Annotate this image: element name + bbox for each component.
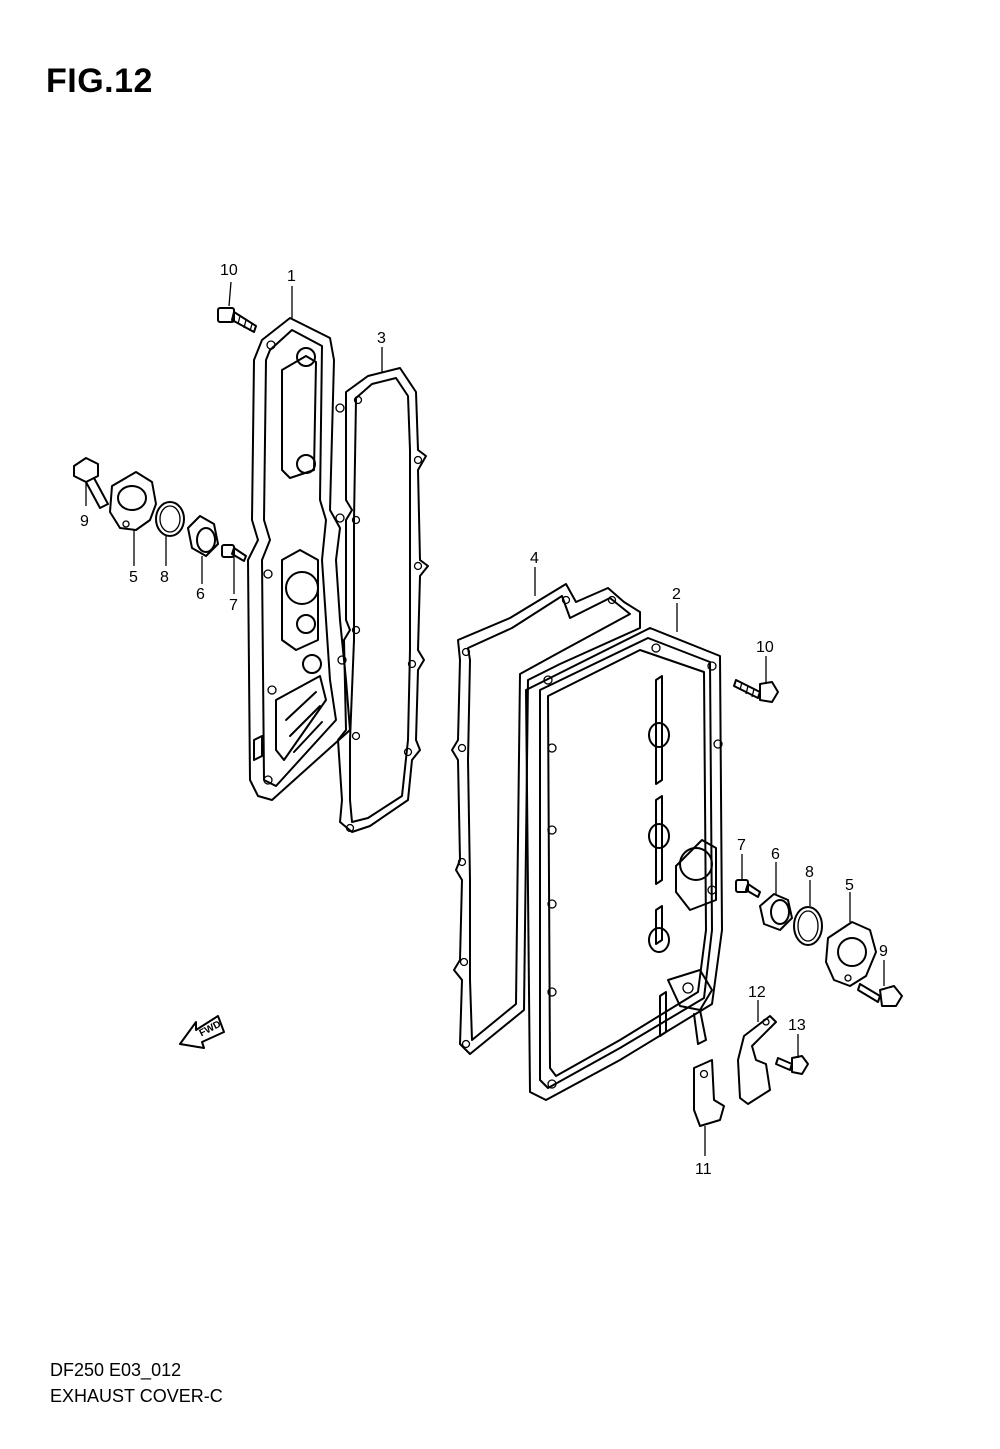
callout-9-right: 9 [879,943,888,960]
figure-name: EXHAUST COVER-C [50,1386,223,1406]
part-bolt-7-right [735,879,761,898]
part-oring-8-left [155,501,185,537]
callout-5-right: 5 [845,877,854,894]
callout-11: 11 [695,1161,712,1178]
model-code: DF250 E03_012 [50,1360,182,1380]
part-exhaust-cover-right [525,627,723,1101]
part-clamp-11 [693,1059,725,1127]
callout-7-left: 7 [229,597,238,614]
callout-7-right: 7 [737,837,746,854]
callout-5-left: 5 [129,569,138,586]
leader-lines [85,281,885,1156]
part-gasket-right [451,583,641,1055]
callout-labels: 10 1 3 4 2 10 9 5 8 6 7 7 6 8 5 9 12 13 … [80,262,888,1178]
figure-title: FIG.12 [46,62,153,100]
part-sleeve-6-right [759,893,793,931]
part-bolt-7-left [221,544,247,562]
callout-1: 1 [287,268,296,285]
fwd-label: FWD [198,1019,223,1039]
callout-2: 2 [672,586,681,603]
fwd-arrow-icon: FWD [179,1015,225,1049]
callout-4: 4 [530,550,539,567]
callout-9-left: 9 [80,513,89,530]
callout-8-right: 8 [805,864,814,881]
part-bolt-10-right [733,679,779,703]
part-cap-5-right [825,921,877,987]
part-cap-5-left [109,471,157,531]
part-bolt-10-left [217,307,257,333]
callout-12: 12 [748,984,766,1001]
part-clamp-12 [737,1015,777,1105]
part-bolt-9-right [857,983,903,1007]
part-oring-8-right [793,906,823,946]
callout-8-left: 8 [160,569,169,586]
part-sleeve-6-left [187,515,219,557]
callout-13: 13 [788,1017,806,1034]
callout-3: 3 [377,330,386,347]
part-exhaust-cover-left [247,317,351,801]
callout-10-right: 10 [756,639,774,656]
callout-10-left: 10 [220,262,238,279]
callout-6-left: 6 [196,586,205,603]
part-gasket-left [337,367,429,833]
part-bolt-13 [775,1055,809,1075]
callout-6-right: 6 [771,846,780,863]
part-bolt-9-left [73,457,109,509]
